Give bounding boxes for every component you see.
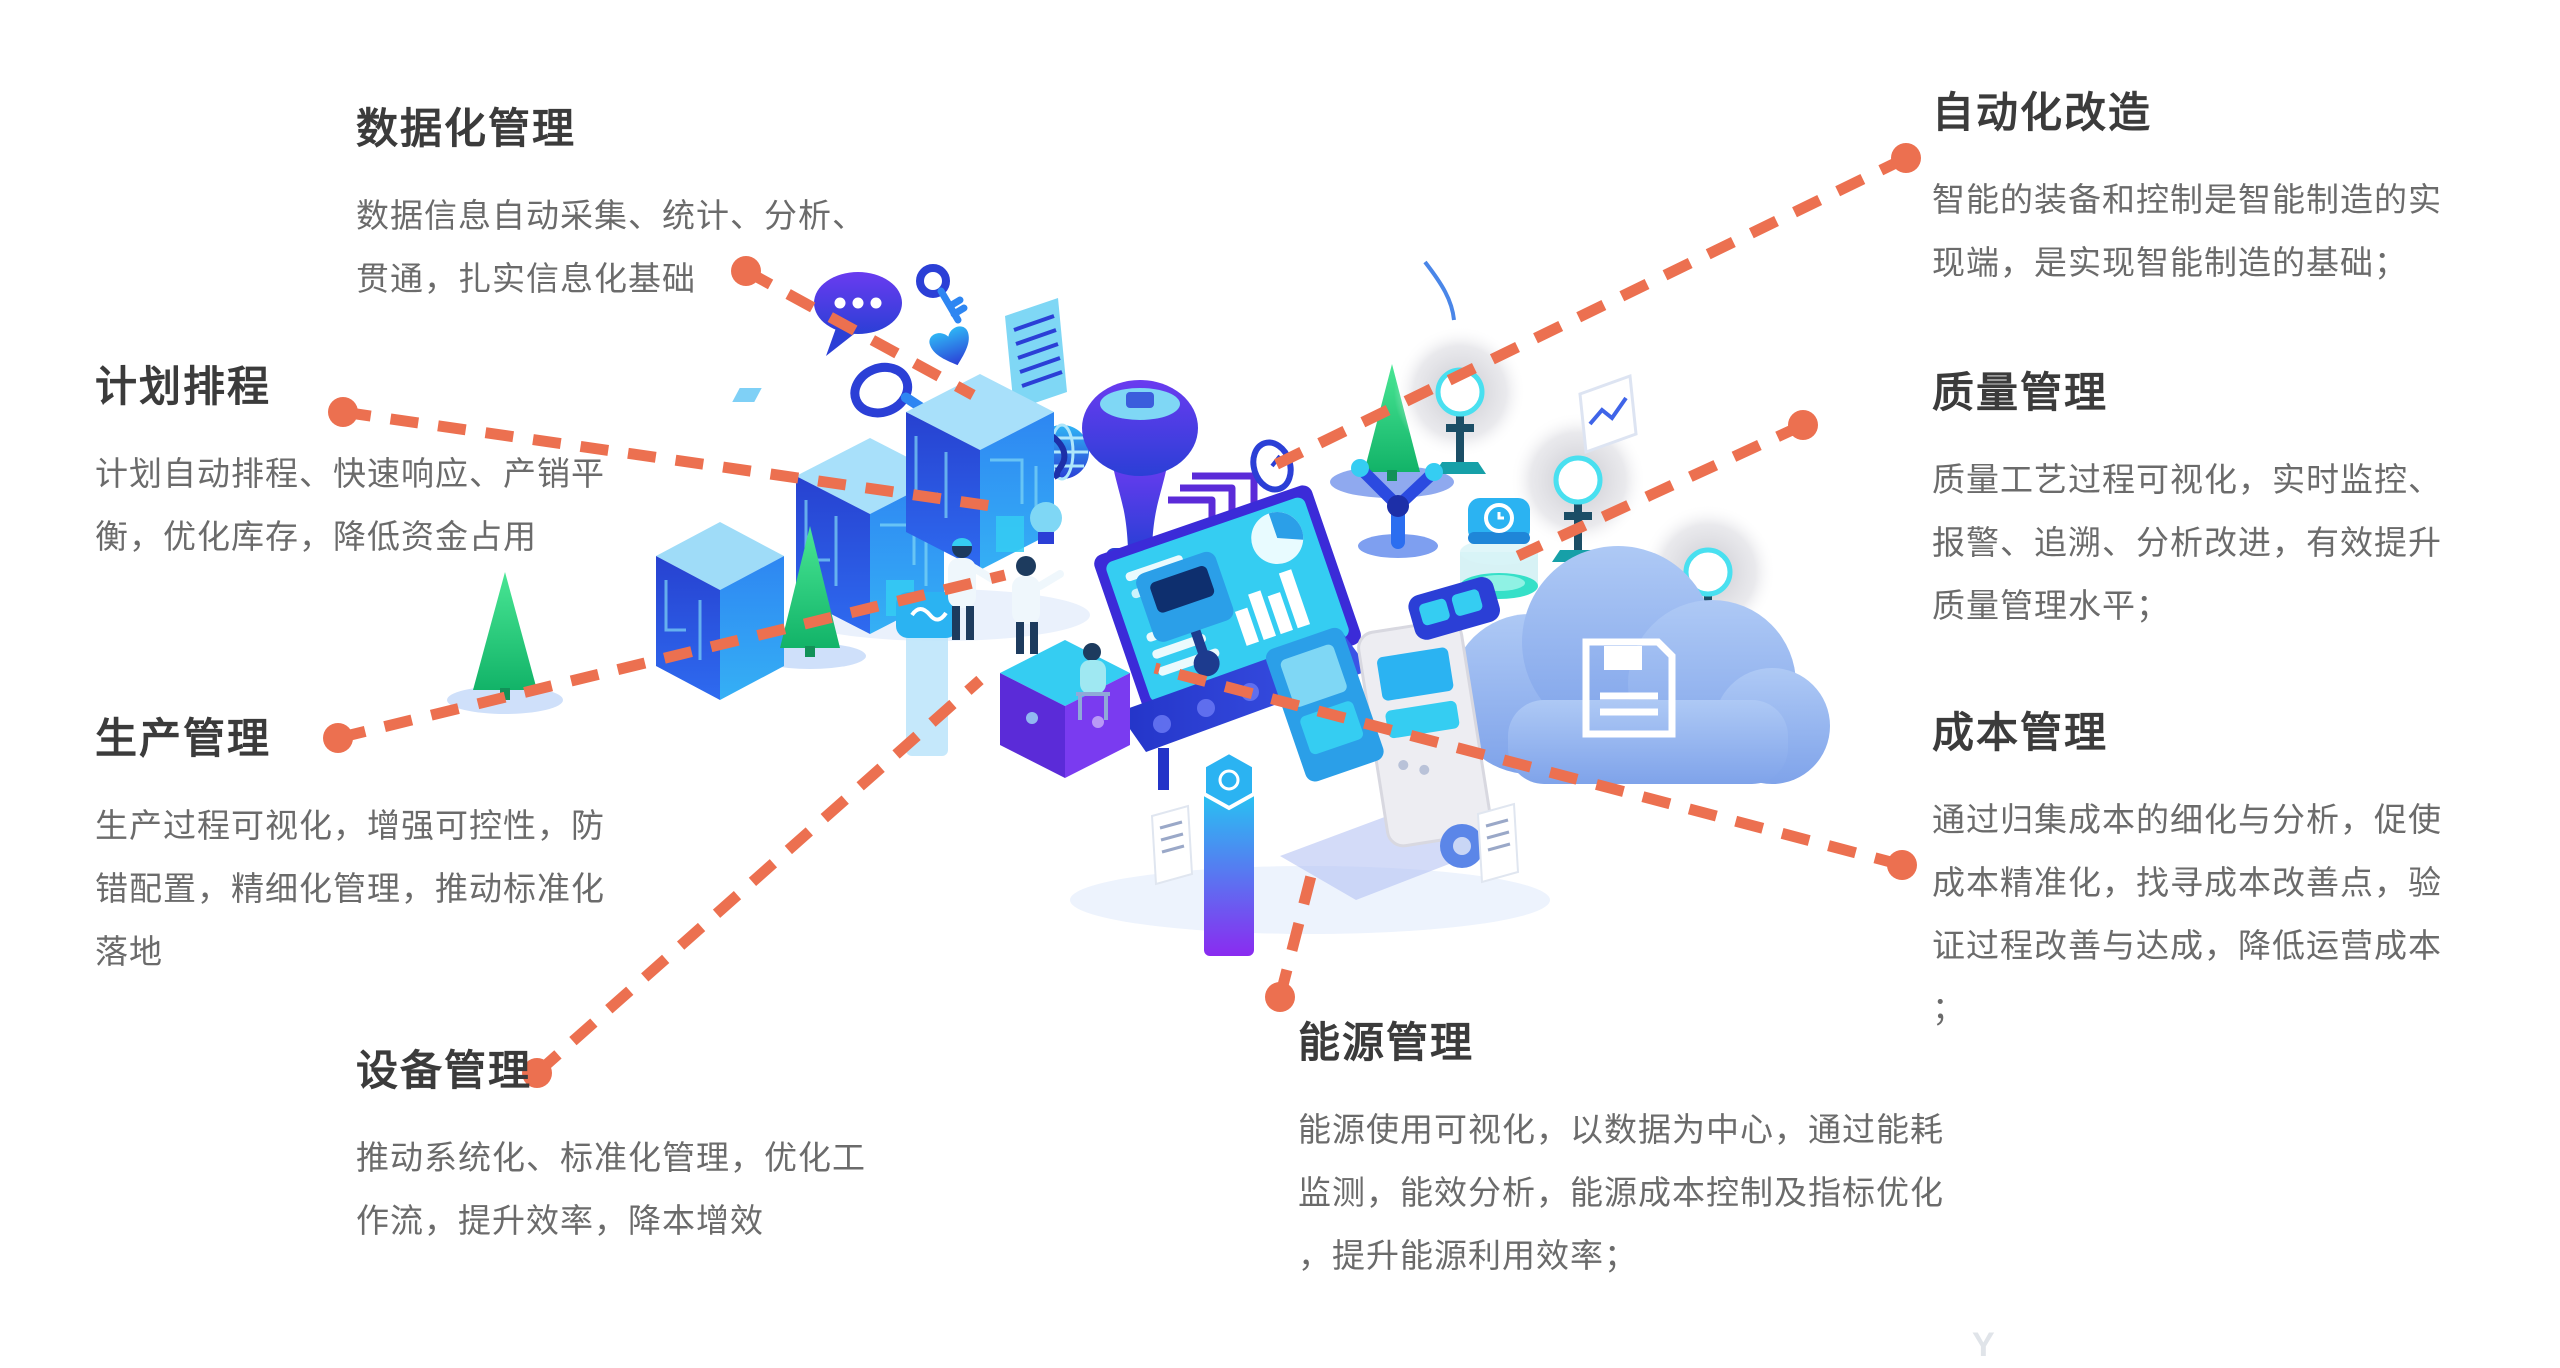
anchor-dot-plan-scheduling <box>328 397 358 427</box>
paper-notes <box>1150 802 1520 886</box>
chart-card <box>1578 373 1638 455</box>
callout-line: 衡，优化库存，降低资金占用 <box>95 518 537 555</box>
callout-title: 成本管理 <box>1932 709 2109 756</box>
heart-icon <box>929 326 969 366</box>
robot-arm <box>1351 459 1443 558</box>
callout-line: 生产过程可视化，增强可控性，防 <box>95 807 605 844</box>
callout-title: 计划排程 <box>95 363 272 410</box>
callout-line: 通过归集成本的细化与分析，促使 <box>1932 801 2442 838</box>
callout-line: 现端，是实现智能制造的基础； <box>1932 244 2408 281</box>
callout-line: 证过程改善与达成，降低运营成本 <box>1932 927 2442 964</box>
purple-cube <box>1000 640 1130 778</box>
callout-title: 能源管理 <box>1298 1019 1475 1066</box>
callout-data-management: 数据化管理 数据信息自动采集、统计、分析、 贯通，扎实信息化基础 <box>356 104 866 310</box>
callout-line: 质量管理水平； <box>1932 587 2170 624</box>
callout-line: 落地 <box>95 933 163 970</box>
connector-production-management <box>336 569 1007 744</box>
callout-line: 数据信息自动采集、统计、分析、 <box>356 197 866 234</box>
worker <box>1012 556 1064 654</box>
callout-title: 质量管理 <box>1932 369 2109 416</box>
anchor-dot-energy-management <box>1265 982 1295 1012</box>
connector-automation-upgrade <box>1272 153 1909 470</box>
callout-line: 能源使用可视化，以数据为中心，通过能耗 <box>1298 1111 1944 1148</box>
anchor-dot-quality-management <box>1788 410 1818 440</box>
connector-equipment-management <box>533 675 984 1078</box>
pie-chart <box>1251 512 1304 565</box>
key-icon <box>916 264 968 324</box>
callout-automation-upgrade: 自动化改造 智能的装备和控制是智能制造的实 现端，是实现智能制造的基础； <box>1932 88 2442 294</box>
connectors <box>323 143 1921 1088</box>
cloud-storage <box>1450 546 1830 784</box>
connector-quality-management <box>1515 420 1806 561</box>
anchor-dot-equipment-management <box>522 1058 552 1088</box>
callout-production-management: 生产管理 生产过程可视化，增强可控性，防 错配置，精细化管理，推动标准化 落地 <box>95 714 605 983</box>
callout-line: ，提升能源利用效率； <box>1298 1237 1638 1274</box>
anchor-dot-automation-upgrade <box>1891 143 1921 173</box>
kiosk-machine <box>1265 577 1506 900</box>
callout-body: 生产过程可视化，增强可控性，防 错配置，精细化管理，推动标准化 落地 <box>95 794 605 983</box>
pine-tree <box>473 572 537 700</box>
callout-quality-management: 质量管理 质量工艺过程可视化，实时监控、 报警、追溯、分析改进，有效提升 质量管… <box>1932 368 2442 637</box>
workers <box>948 538 1110 720</box>
swoosh-line <box>1423 260 1456 321</box>
callout-line: 报警、追溯、分析改进，有效提升 <box>1932 524 2442 561</box>
anchor-dot-production-management <box>323 723 353 753</box>
callout-line: 贯通，扎实信息化基础 <box>356 260 696 297</box>
callout-title: 数据化管理 <box>356 105 577 152</box>
callout-body: 质量工艺过程可视化，实时监控、 报警、追溯、分析改进，有效提升 质量管理水平； <box>1932 448 2442 637</box>
callout-equipment-management: 设备管理 推动系统化、标准化管理，优化工 作流，提升效率，降本增效 <box>356 1046 866 1252</box>
document-icon <box>1005 298 1067 410</box>
anchor-dot-cost-management <box>1887 850 1917 880</box>
callout-line: 计划自动排程、快速响应、产销平 <box>95 455 605 492</box>
callout-body: 智能的装备和控制是智能制造的实 现端，是实现智能制造的基础； <box>1932 168 2442 294</box>
circuit-cube <box>732 374 1054 570</box>
callout-body: 能源使用可视化，以数据为中心，通过能耗 监测，能效分析，能源成本控制及指标优化 … <box>1298 1098 1944 1287</box>
callout-line: 推动系统化、标准化管理，优化工 <box>356 1139 866 1176</box>
callout-title: 生产管理 <box>95 715 272 762</box>
callout-title: 自动化改造 <box>1932 89 2153 136</box>
watermark: Y <box>1972 1326 1995 1364</box>
circuit-cube <box>656 522 784 700</box>
connector-cost-management <box>1153 662 1904 871</box>
circuit-cubes <box>656 374 1054 700</box>
icon-pillar <box>896 592 958 756</box>
lightbulb-icon <box>1030 502 1062 544</box>
worker-seated <box>1076 643 1110 720</box>
callout-line: 质量工艺过程可视化，实时监控、 <box>1932 461 2442 498</box>
callout-line: 错配置，精细化管理，推动标准化 <box>95 870 605 907</box>
callout-plan-scheduling: 计划排程 计划自动排程、快速响应、产销平 衡，优化库存，降低资金占用 <box>95 362 605 568</box>
callout-line: 成本精准化，找寻成本改善点，验 <box>1932 864 2442 901</box>
callout-cost-management: 成本管理 通过归集成本的细化与分析，促使 成本精准化，找寻成本改善点，验 证过程… <box>1932 708 2442 1040</box>
callout-body: 计划自动排程、快速响应、产销平 衡，优化库存，降低资金占用 <box>95 442 605 568</box>
gradient-pillar <box>1202 749 1256 956</box>
callout-body: 推动系统化、标准化管理，优化工 作流，提升效率，降本增效 <box>356 1126 866 1252</box>
bar-chart <box>1234 569 1311 646</box>
callout-title: 设备管理 <box>356 1047 533 1094</box>
callout-line: 智能的装备和控制是智能制造的实 <box>1932 181 2442 218</box>
clock-jar <box>1460 498 1538 599</box>
connector-energy-management <box>1274 866 1319 999</box>
connector-plan-scheduling <box>342 406 1006 514</box>
pine-tree <box>1364 364 1420 481</box>
connector-data-management <box>743 266 976 400</box>
callout-line: 作流，提升效率，降本增效 <box>356 1202 764 1239</box>
callout-body: 数据信息自动采集、统计、分析、 贯通，扎实信息化基础 <box>356 184 866 310</box>
floppy-disk-icon <box>1582 638 1676 738</box>
callout-energy-management: 能源管理 能源使用可视化，以数据为中心，通过能耗 监测，能效分析，能源成本控制及… <box>1298 1018 1944 1287</box>
callout-body: 通过归集成本的细化与分析，促使 成本精准化，找寻成本改善点，验 证过程改善与达成… <box>1932 788 2442 1040</box>
callout-line: ； <box>1932 990 1966 1027</box>
press-machine <box>1136 551 1234 677</box>
anchor-dot-data-management <box>731 256 761 286</box>
callout-line: 监测，能效分析，能源成本控制及指标优化 <box>1298 1174 1944 1211</box>
